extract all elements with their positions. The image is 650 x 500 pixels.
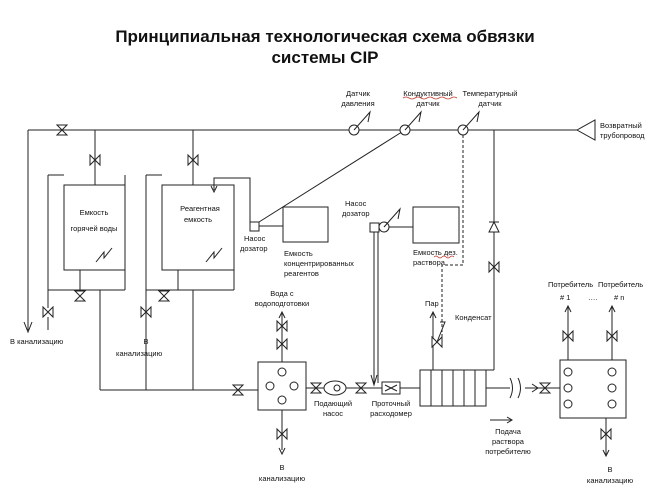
tank-hot-water [63,184,126,271]
sensor-conductive-label-2: датчик [416,99,440,108]
sewer-label-1: В канализацию [10,337,64,346]
pump-doser-2[interactable] [369,222,380,233]
pump-doser-1-label-1: Насос [244,234,266,243]
diagram-title-line-1: Принципиальная технологическая схема обв… [115,27,535,46]
sensor-temperature-label-2: датчик [478,99,502,108]
tank-concentrated-label-3: реагентов [284,269,319,278]
pipe-doser1-to-tank2 [213,177,251,222]
sensor-temperature-label-1: Температурный [463,89,518,98]
arrow-consumer-1 [564,304,572,313]
tank-disinfectant-label-1: Емкость дез. [413,248,458,257]
return-pipeline-label-1: Возвратный [600,121,642,130]
diagram-title-line-2: системы CIP [271,48,379,67]
supply-pump-label-2: насос [323,409,343,418]
consumer-port-1b [563,383,573,393]
arrow-doser1-to-tank2 [210,185,218,194]
manifold-port-right [289,381,299,391]
pump-doser-1[interactable] [249,221,260,232]
manifold-port-left [265,381,275,391]
pipe-break [509,377,521,399]
arrow-consumer-n [608,304,616,313]
tank-reagent [161,184,235,271]
tank-reagent-label-2: емкость [184,215,212,224]
consumer-port-1c [563,399,573,409]
pump-doser-2-label-1: Насос [345,199,367,208]
tank1-frame [47,174,126,308]
flow-meter-label-2: расходомер [370,409,412,418]
tank-hot-water-label-1: Емкость [80,208,109,217]
steam-valve-actuator [436,321,446,343]
valve-tank1-bottom[interactable] [74,290,86,302]
spellcheck-underline [402,96,458,100]
arrow-doser2 [370,374,378,387]
consumer-port-1a [563,367,573,377]
manifold-port-top [277,367,287,377]
sewer-label-4b: канализацию [587,476,634,485]
supply-pump-rotor [333,384,341,392]
consumer-n-label-1: Потребитель [598,280,643,289]
arrow-water-supply [278,310,286,319]
sensor-pressure-label-1: Датчик [346,89,371,98]
consumer-1-label-2: # 1 [560,293,570,302]
pump-doser-1-label-2: дозатор [240,244,268,253]
arrow-left-drain [23,321,33,334]
manifold-port-bottom [277,395,287,405]
supply-pump-label-1: Подающий [314,399,352,408]
arrow-consumer-drain [602,449,610,458]
flow-meter-label-1: Проточный [372,399,411,408]
tank-hot-water-label-2: горячей воды [71,224,118,233]
supply-consumer-label-1: Подача [495,427,522,436]
consumer-n-label-2: # n [614,293,624,302]
sewer-label-2b: канализацию [116,349,163,358]
consumer-port-nb [607,383,617,393]
pipe-doser1-conductive [258,129,406,223]
water-supply-label-2: водоподготовки [255,299,309,308]
sensor-conductive [399,110,422,136]
consumer-port-nc [607,399,617,409]
heater-icon-2 [205,247,223,263]
arrow-manifold-drain [278,447,286,456]
consumer-port-na [607,367,617,377]
tank-concentrated-reagents [282,206,329,243]
arrow-outlet [531,383,539,393]
supply-consumer-label-3: потребителю [485,447,531,456]
arrow-steam [429,310,437,319]
spellcheck-underline-2 [433,255,455,259]
valve-tank1-drain[interactable] [42,306,54,318]
tank-disinfectant-label-2: раствора [413,258,446,267]
sewer-label-4a: В [607,465,612,474]
return-pipeline-label-2: трубопровод [600,131,645,140]
return-line [28,119,596,141]
consumer-1-label-1: Потребитель [548,280,593,289]
sensor-pressure [348,110,371,136]
sensor-conductive-label-1: Кондуктивный [403,89,453,98]
sewer-label-3a: В [279,463,284,472]
arrow-supply-consumer [490,416,513,424]
pump-doser-2-label-2: дозатор [342,209,370,218]
valve-tank2-bottom[interactable] [158,290,170,302]
flow-meter-mark [384,384,398,392]
tank-concentrated-label-2: концентрированных [284,259,354,268]
check-valve-return [488,220,500,233]
sensor-pressure-label-2: давления [341,99,374,108]
tank-reagent-label-1: Реагентная [180,204,220,213]
sewer-label-3b: канализацию [259,474,306,483]
signal-line-temperature [441,135,464,337]
sensor-temperature [457,110,480,136]
consumer-ellipsis: …. [588,293,598,302]
condensate-label: Конденсат [455,313,492,322]
sewer-label-2a: В [143,337,148,346]
tank-disinfectant [412,206,460,244]
steam-label: Пар [425,299,439,308]
tank-concentrated-label-1: Емкость [284,249,313,258]
water-supply-label-1: Вода с [270,289,294,298]
supply-consumer-label-2: раствора [492,437,525,446]
heater-icon-1 [95,247,113,263]
doser-2-sensor-mark [383,207,401,228]
